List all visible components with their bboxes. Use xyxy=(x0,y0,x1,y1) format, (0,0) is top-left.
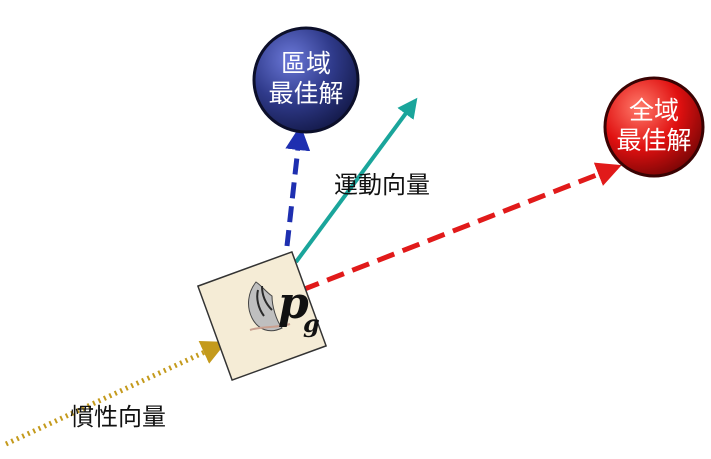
inertia-vector-label: 慣性向量 xyxy=(70,403,166,431)
motion-vector-label: 運動向量 xyxy=(334,171,430,199)
local-best-node: 區域 最佳解 xyxy=(252,26,360,134)
bird-icon xyxy=(248,281,291,332)
motion-vector-arrow xyxy=(294,97,418,264)
local-best-label-line2: 最佳解 xyxy=(268,79,343,108)
inertia-vector-arrow xyxy=(4,341,227,447)
global-best-label-line2: 最佳解 xyxy=(616,126,691,155)
local-best-label-line1: 區域 xyxy=(281,49,331,78)
particle-symbol: p xyxy=(278,278,309,329)
local-best-vector-arrow xyxy=(284,125,311,247)
particle-subscript: g xyxy=(303,309,320,338)
global-best-vector-arrow xyxy=(301,162,622,293)
global-best-label-line1: 全域 xyxy=(629,96,679,125)
global-best-node: 全域 最佳解 xyxy=(603,76,705,178)
